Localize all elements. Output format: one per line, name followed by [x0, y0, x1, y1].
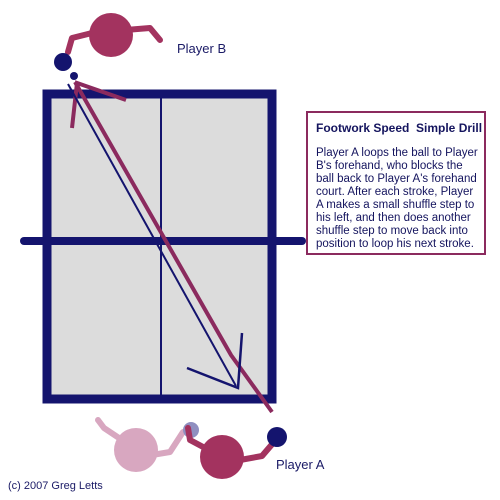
loop-arrow-head — [70, 80, 127, 129]
player-b-arm-left — [65, 29, 99, 55]
drill-title: Footwork Speed Simple Drill — [316, 121, 483, 135]
loop-arrow — [70, 80, 274, 414]
player-b-paddle — [54, 53, 72, 71]
player-a-ghost-figure — [95, 417, 199, 472]
player-a-ghost-body — [114, 428, 158, 472]
block-arrow-line — [67, 83, 237, 387]
player-b-figure — [54, 13, 163, 80]
player-a-arm-right — [237, 439, 277, 463]
player-a-paddle — [267, 427, 287, 447]
player-a-body — [200, 435, 244, 479]
drill-description: Player A loops the ball to Player B's fo… — [316, 147, 478, 250]
table — [20, 89, 306, 404]
player-b-arm-right — [122, 25, 163, 43]
player-a-ghost-arm-right — [149, 429, 186, 458]
loop-arrow-line — [73, 81, 274, 414]
drill-description-box: Footwork Speed Simple Drill Player A loo… — [306, 111, 486, 255]
block-arrow — [67, 83, 244, 390]
player-b-ball — [70, 72, 78, 80]
block-arrow-head — [186, 332, 244, 390]
player-a-arm-left — [185, 425, 208, 451]
player-a-label: Player A — [276, 457, 325, 472]
player-b-label: Player B — [177, 41, 227, 56]
player-b-body — [89, 13, 133, 57]
player-a-ghost-arm-left — [95, 417, 125, 443]
player-a-figure — [185, 425, 287, 479]
copyright-text: (c) 2007 Greg Letts — [8, 480, 103, 492]
